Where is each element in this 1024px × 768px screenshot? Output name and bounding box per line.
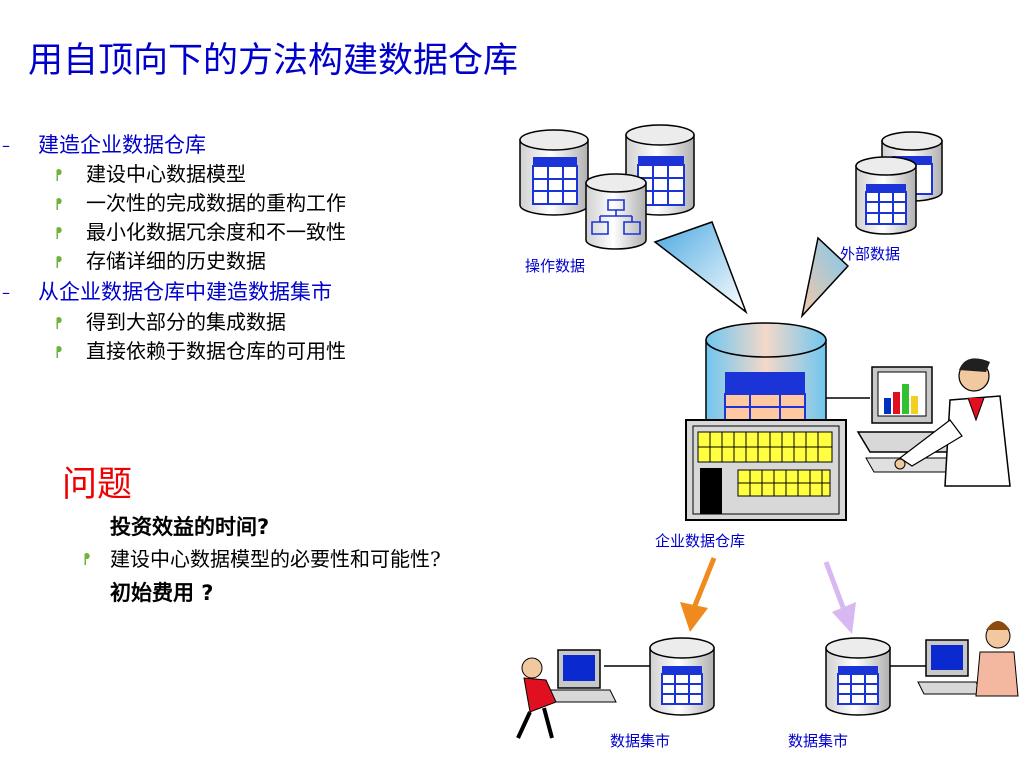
leaf-bullet-icon	[84, 553, 90, 565]
question-line: 建设中心数据模型的必要性和可能性?	[110, 547, 441, 571]
arrow-to-right-mart	[823, 561, 856, 634]
dash-marker: –	[2, 136, 10, 155]
bullet-item: 最小化数据冗余度和不一致性	[86, 220, 346, 244]
slide-title: 用自顶向下的方法构建数据仓库	[28, 41, 519, 81]
data-mart-cylinder	[649, 637, 715, 716]
question-title: 问题	[62, 465, 133, 505]
external-db-cylinder	[855, 156, 917, 235]
leaf-bullet-icon	[56, 346, 62, 358]
leaf-bullet-icon	[56, 317, 62, 329]
leaf-bullet-icon	[56, 227, 62, 239]
building-icon	[685, 419, 847, 521]
section-heading-1: 建造企业数据仓库	[38, 133, 206, 157]
right-user-workstation-icon	[917, 621, 1019, 697]
operational-db-cylinder	[519, 129, 589, 216]
operational-data-label: 操作数据	[525, 257, 586, 275]
enterprise-dw-label: 企业数据仓库	[655, 532, 746, 550]
data-mart-right-label: 数据集市	[788, 732, 849, 750]
bullet-item: 存储详细的历史数据	[86, 249, 266, 273]
arrow-to-left-mart	[680, 557, 717, 632]
bullet-item: 一次性的完成数据的重构工作	[86, 191, 346, 215]
question-line: 投资效益的时间?	[110, 515, 270, 539]
section-heading-2: 从企业数据仓库中建造数据集市	[38, 280, 332, 304]
operational-funnel	[653, 221, 748, 315]
external-data-label: 外部数据	[840, 245, 901, 263]
left-user-workstation-icon	[516, 649, 617, 739]
operational-db-cylinder	[585, 173, 647, 250]
dash-marker: –	[2, 283, 10, 302]
bullet-item: 直接依赖于数据仓库的可用性	[86, 339, 346, 363]
external-funnel	[800, 236, 850, 319]
question-line: 初始费用 ?	[110, 581, 214, 605]
leaf-bullet-icon	[56, 169, 62, 181]
leaf-bullet-icon	[56, 256, 62, 268]
bullet-item: 得到大部分的集成数据	[86, 310, 286, 334]
analyst-workstation-icon	[856, 358, 1011, 487]
enterprise-dw-cylinder	[705, 322, 827, 421]
bullet-item: 建设中心数据模型	[86, 162, 246, 186]
data-mart-cylinder	[825, 637, 891, 716]
leaf-bullet-icon	[56, 198, 62, 210]
data-mart-left-label: 数据集市	[610, 732, 671, 750]
